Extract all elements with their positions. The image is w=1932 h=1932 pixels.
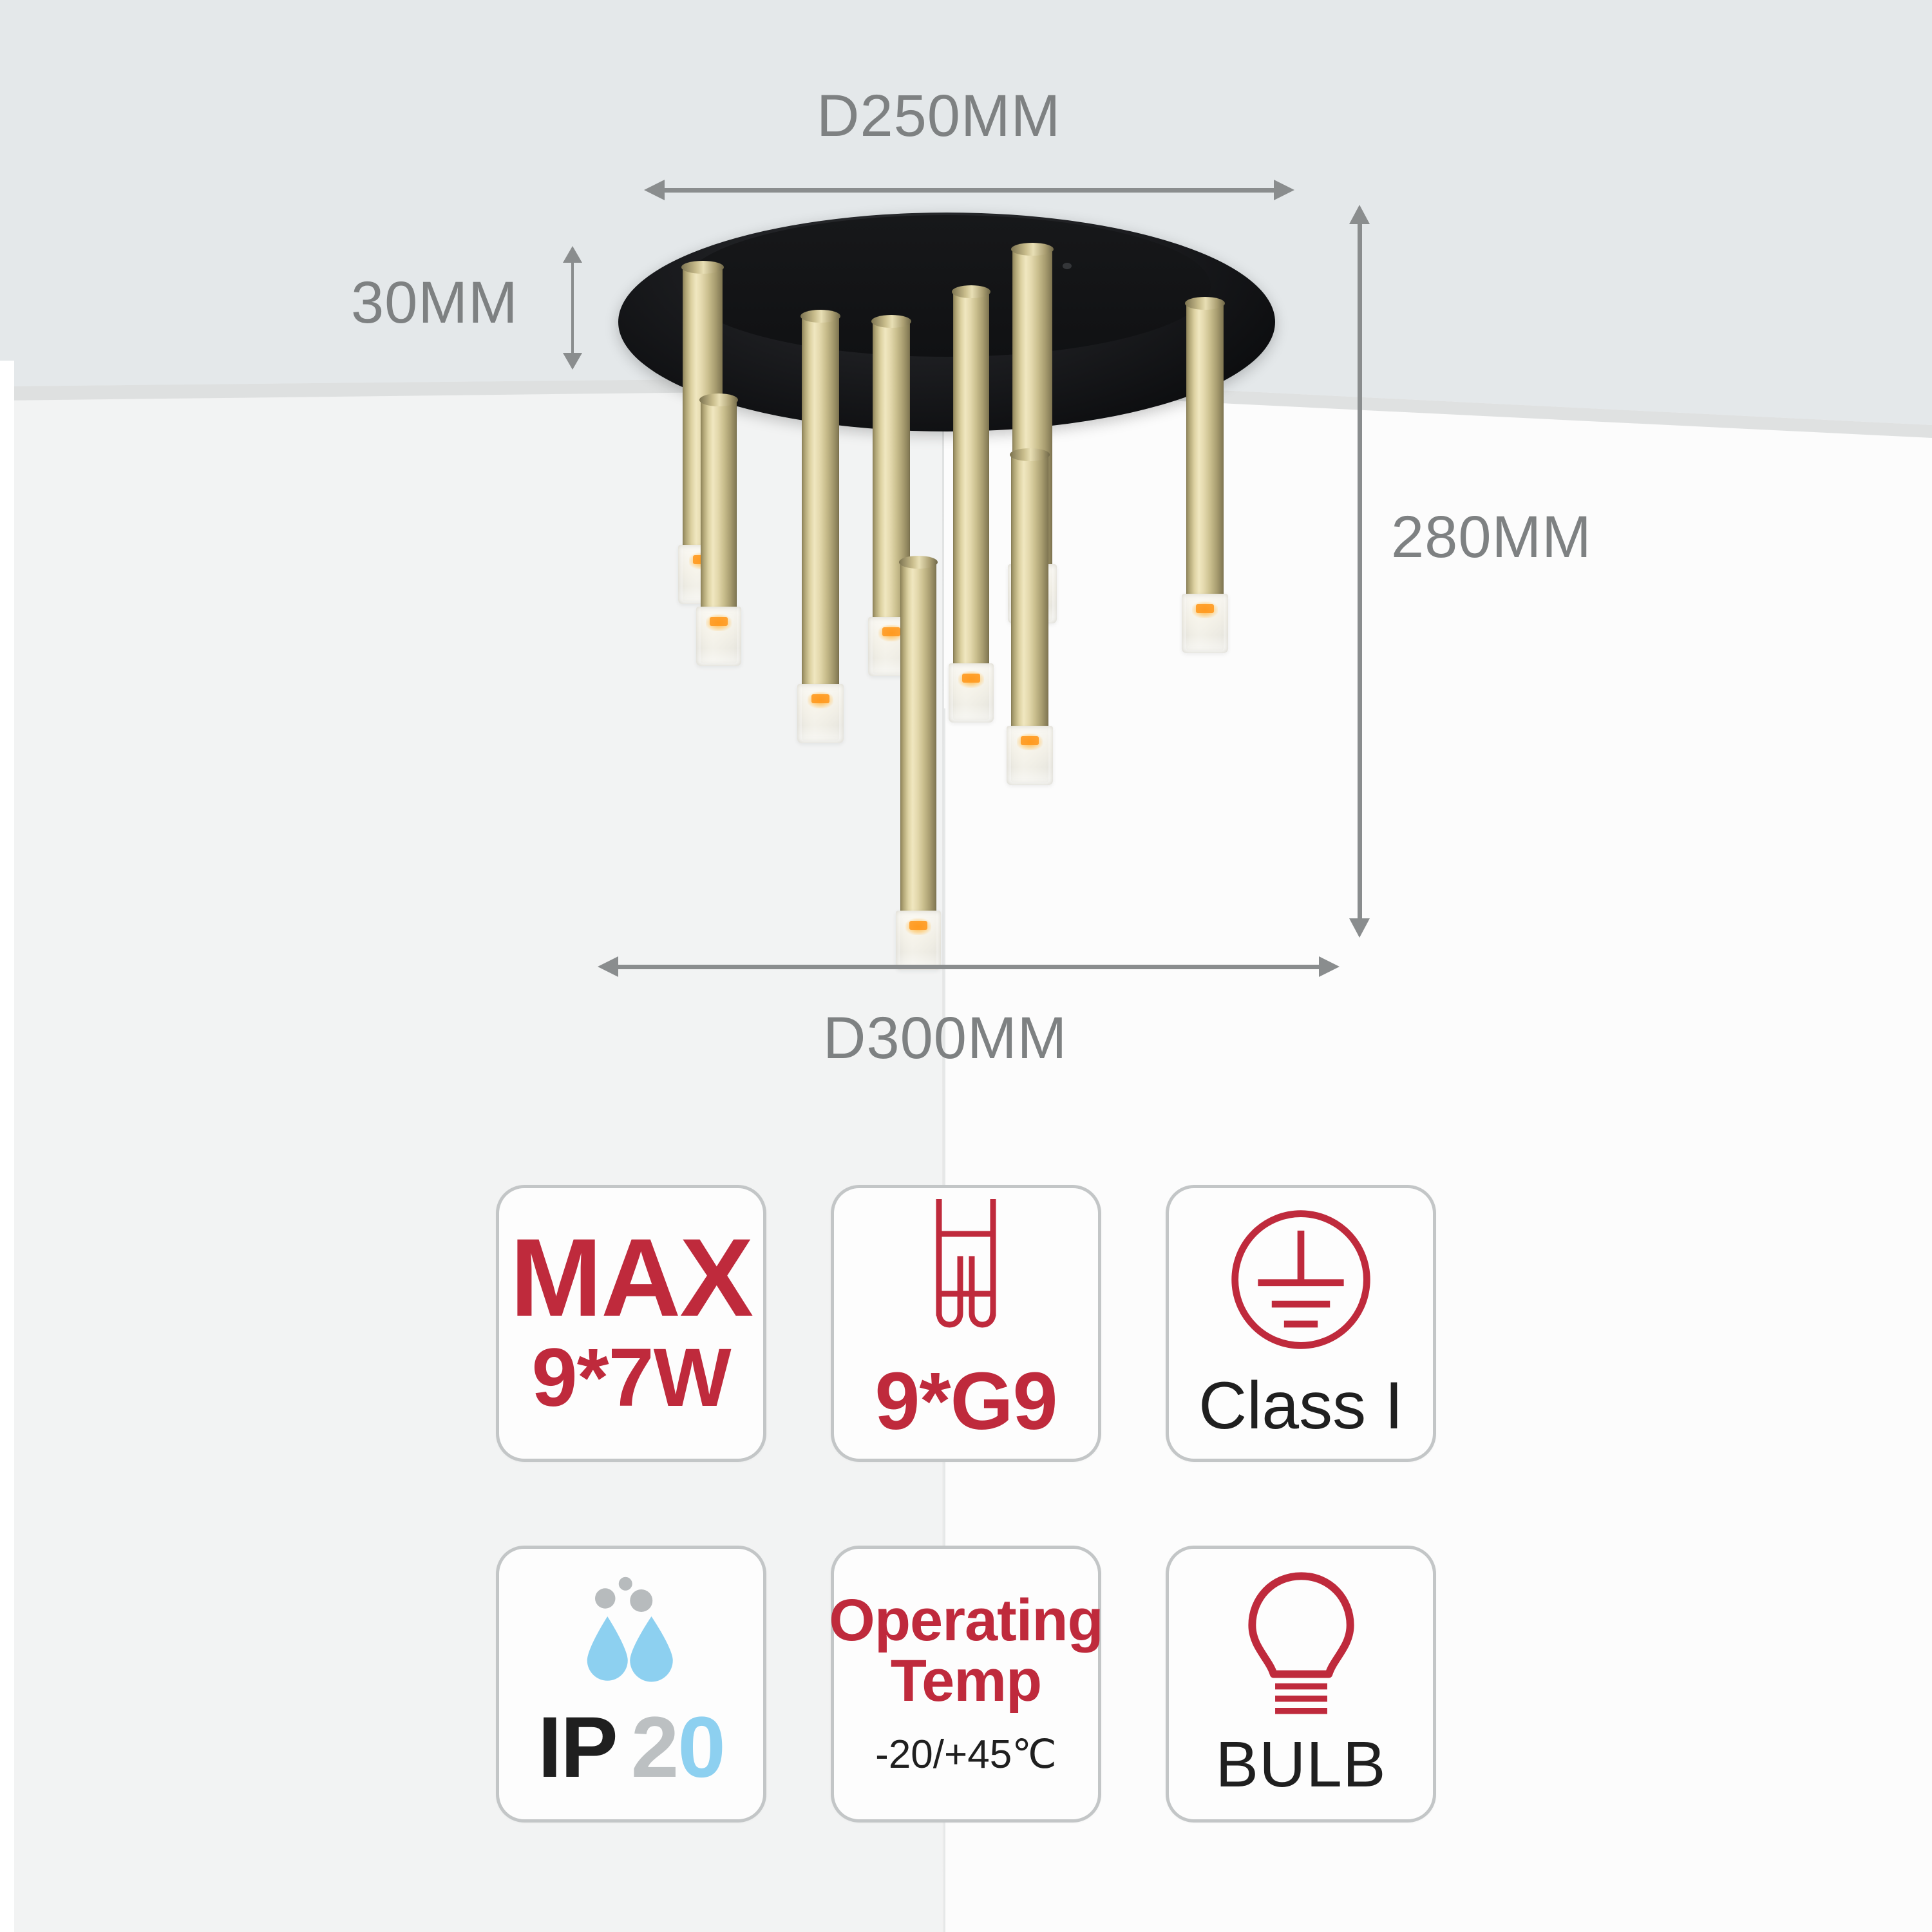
max-wattage-value: 9*7W: [531, 1332, 732, 1425]
left-edge-strip: [0, 361, 14, 1932]
dimension-arrow-280mm: [1349, 205, 1370, 938]
diffuser-tip-9: [896, 911, 941, 970]
ceiling-plate-top-face: [683, 215, 1211, 357]
ip-prefix: IP: [538, 1700, 618, 1795]
operating-temp-title2: Temp: [890, 1647, 1043, 1714]
spec-card-ingress-protection[interactable]: IP 2 0: [496, 1546, 766, 1823]
diffuser-tip-7: [696, 607, 741, 666]
light-tube-6: [797, 310, 844, 743]
dimension-label-280mm: 280MM: [1391, 504, 1592, 570]
dimension-label-30mm: 30MM: [351, 270, 518, 336]
wall-right-surface: [943, 374, 1932, 1932]
light-tube-4: [949, 285, 994, 723]
light-tube-8: [1007, 448, 1053, 785]
wall-corner-line: [942, 377, 944, 1932]
spec-card-protection-class[interactable]: Class I: [1166, 1185, 1436, 1462]
operating-temp-icon: Operating: [829, 1587, 1103, 1653]
max-wattage-icon: MAX: [509, 1216, 753, 1340]
protection-class-label: Class I: [1198, 1368, 1403, 1443]
ingress-protection-value: IP 2 0: [538, 1698, 726, 1797]
ip-digit-solids: 2: [630, 1700, 679, 1795]
light-tube-9: [896, 556, 941, 970]
dimension-arrow-d250: [644, 180, 1294, 200]
light-tube-2: [1182, 297, 1228, 653]
ip-digit-water: 0: [677, 1700, 726, 1795]
dimension-arrow-30mm: [563, 246, 582, 370]
spec-card-lamp-base[interactable]: 9*G9: [831, 1185, 1101, 1462]
diffuser-tip-6: [797, 684, 844, 743]
water-drop-dust-icon: [557, 1571, 705, 1684]
dimension-arrow-d300: [598, 956, 1340, 977]
bulb-label: BULB: [1215, 1728, 1387, 1801]
light-tube-7: [696, 393, 741, 666]
diffuser-tip-2: [1182, 594, 1228, 653]
ceiling-light-fixture: [618, 193, 1340, 998]
dimension-label-d300: D300MM: [823, 1005, 1068, 1071]
earth-ground-icon: [1224, 1203, 1378, 1356]
dimension-label-d250: D250MM: [817, 83, 1061, 149]
spec-card-max-wattage[interactable]: MAX 9*7W: [496, 1185, 766, 1462]
spec-card-bulb[interactable]: BULB: [1166, 1546, 1436, 1823]
spec-card-operating-temp[interactable]: Operating Temp -20/+45℃: [829, 1546, 1104, 1823]
operating-temp-value: -20/+45℃: [875, 1732, 1057, 1777]
diffuser-tip-4: [949, 663, 994, 723]
g9-bulb-base-icon: [918, 1199, 1014, 1344]
plate-screw-right: [1063, 263, 1072, 269]
wall-left-surface: [0, 380, 947, 1932]
light-bulb-icon: [1235, 1567, 1367, 1720]
lamp-base-value: 9*G9: [875, 1356, 1057, 1446]
diffuser-tip-8: [1007, 726, 1053, 785]
spec-card-grid: MAX 9*7W 9*G9: [496, 1185, 1455, 1829]
